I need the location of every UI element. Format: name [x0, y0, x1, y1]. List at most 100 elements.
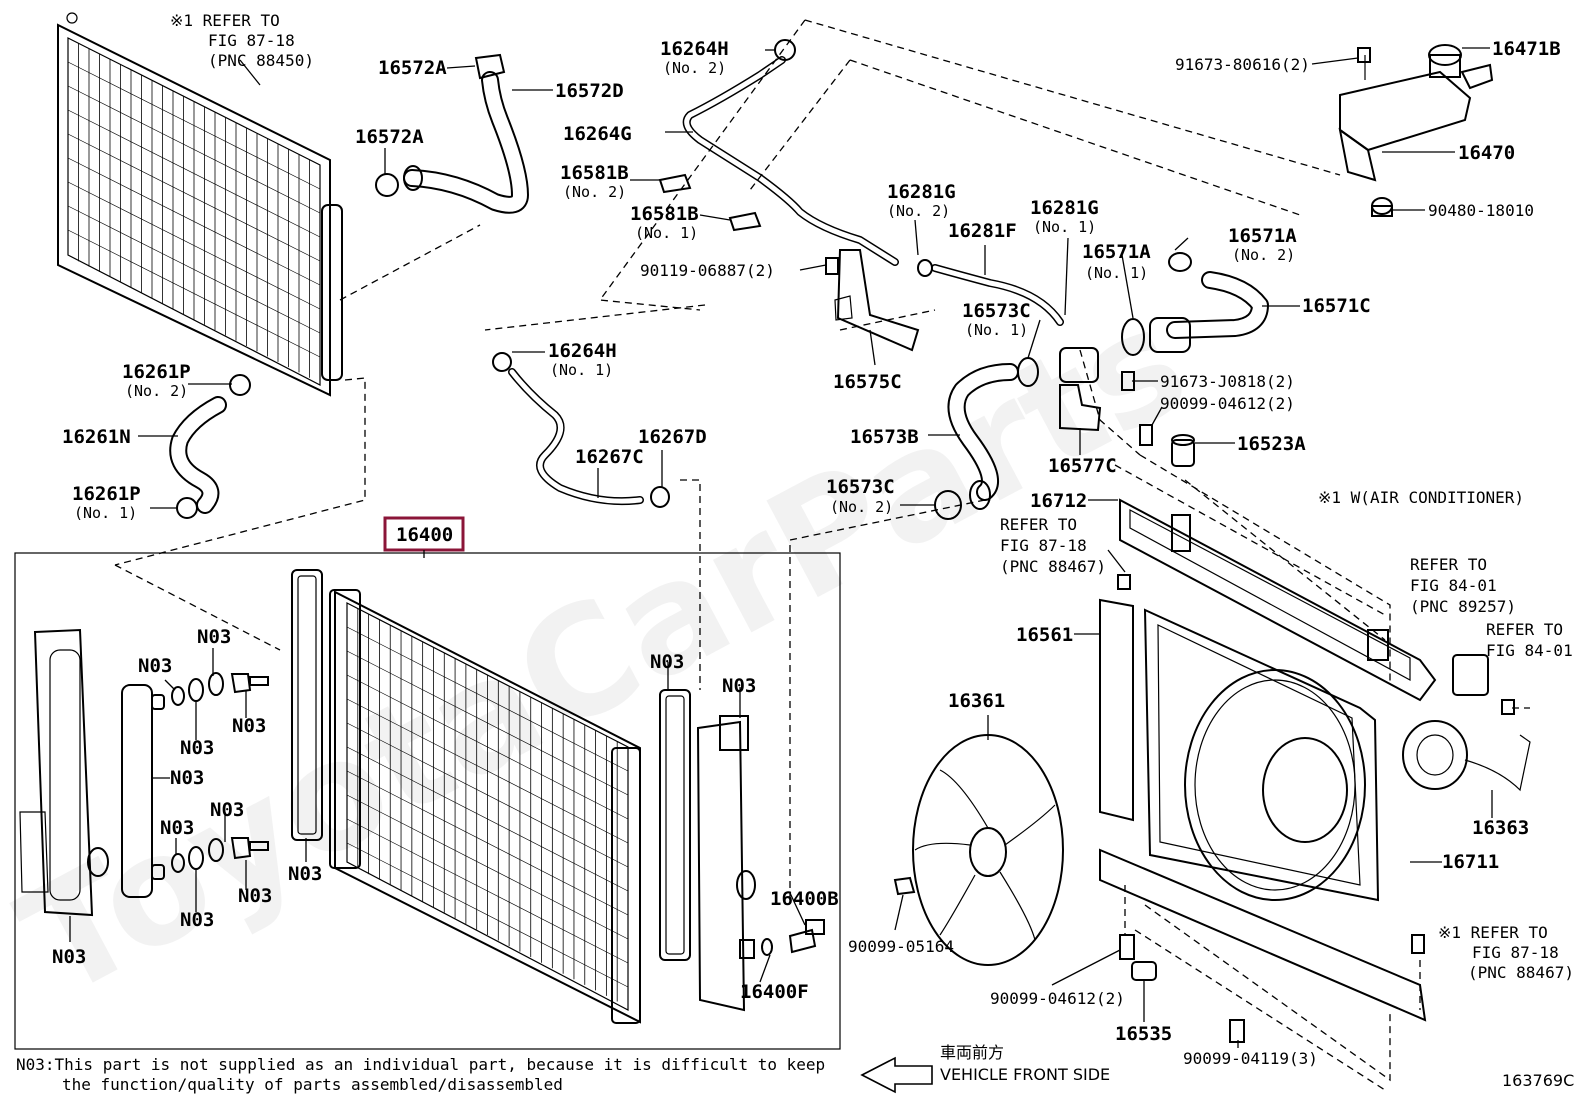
label-90099-04612-top[interactable]: 90099-04612(2)	[1160, 394, 1295, 413]
label-16261P-no2[interactable]: 16261P	[122, 361, 191, 383]
ref-upper-line3: (PNC 88467)	[1000, 557, 1106, 576]
left-tank	[19, 628, 109, 917]
condenser	[57, 12, 343, 397]
label-16261N[interactable]: 16261N	[62, 426, 131, 448]
label-16573C-no2[interactable]: 16573C	[826, 476, 895, 498]
label-16400F[interactable]: 16400F	[740, 981, 809, 1003]
seal-left	[291, 569, 323, 841]
label-16573C-no2-sub: (No. 2)	[830, 498, 893, 516]
front-label-en: VEHICLE FRONT SIDE	[940, 1065, 1110, 1084]
label-90099-05164[interactable]: 90099-05164	[848, 937, 954, 956]
label-16571A-no2-sub: (No. 2)	[1232, 246, 1295, 264]
motor-16363	[1402, 720, 1531, 792]
label-16581B-no1-sub: (No. 1)	[635, 224, 698, 242]
label-16581B-no2-sub: (No. 2)	[563, 183, 626, 201]
label-16581B-no2[interactable]: 16581B	[560, 162, 629, 184]
label-16561[interactable]: 16561	[1016, 624, 1073, 646]
radiator-assembly-box	[14, 552, 841, 1050]
label-16571C[interactable]: 16571C	[1302, 295, 1371, 317]
label-16471B[interactable]: 16471B	[1492, 38, 1561, 60]
label-90119-06887[interactable]: 90119-06887(2)	[640, 261, 775, 280]
label-16264H-mid[interactable]: 16264H	[548, 340, 617, 362]
ref-upper-line1: REFER TO	[1000, 515, 1077, 534]
n03-label: N03	[160, 817, 194, 839]
ref-lower-line3: (PNC 88467)	[1468, 963, 1574, 982]
seal-right	[659, 689, 691, 961]
label-16264G[interactable]: 16264G	[563, 123, 632, 145]
leader-lines	[69, 47, 1493, 1048]
n03-label: N03	[197, 626, 231, 648]
label-16577C[interactable]: 16577C	[1048, 455, 1117, 477]
ref-connector-line3: (PNC 89257)	[1410, 597, 1516, 616]
n03-fittings-left	[171, 672, 269, 873]
label-16281G-no2[interactable]: 16281G	[887, 181, 956, 203]
label-16573C-no1[interactable]: 16573C	[962, 300, 1031, 322]
label-16571A-no2[interactable]: 16571A	[1228, 225, 1297, 247]
n03-label: N03	[288, 863, 322, 885]
label-16261P-no1[interactable]: 16261P	[72, 483, 141, 505]
n03-labels: N03 N03 N03 N03 N03 N03 N03 N03 N03 N03 …	[52, 626, 756, 968]
label-16470[interactable]: 16470	[1458, 142, 1515, 164]
label-16264H-mid-no: (No. 1)	[550, 361, 613, 379]
ref-condenser-line3: (PNC 88450)	[208, 51, 314, 70]
label-16711[interactable]: 16711	[1442, 851, 1499, 873]
label-16523A[interactable]: 16523A	[1237, 433, 1306, 455]
label-16264H-top-no: (No. 2)	[663, 59, 726, 77]
ref-upper-line2: FIG 87-18	[1000, 536, 1087, 555]
label-16573B[interactable]: 16573B	[850, 426, 919, 448]
label-16281F[interactable]: 16281F	[948, 220, 1017, 242]
label-16712[interactable]: 16712	[1030, 490, 1087, 512]
n03-label: N03	[238, 885, 272, 907]
reference-notes: ※1 REFER TO FIG 87-18 (PNC 88450) REFER …	[170, 11, 1574, 982]
label-90480-18010[interactable]: 90480-18010	[1428, 201, 1534, 220]
footer: N03:This part is not supplied as an indi…	[16, 1043, 1574, 1094]
n03-label: N03	[180, 737, 214, 759]
label-16261P-no2-sub: (No. 2)	[125, 382, 188, 400]
label-16535[interactable]: 16535	[1115, 1023, 1172, 1045]
label-16575C[interactable]: 16575C	[833, 371, 902, 393]
label-16572A-mid[interactable]: 16572A	[355, 126, 424, 148]
shroud-16711	[1143, 608, 1380, 902]
ref-connector-line2: FIG 84-01	[1410, 576, 1497, 595]
label-16281G-no1-sub: (No. 1)	[1033, 218, 1096, 236]
front-arrow-icon	[860, 1056, 933, 1094]
label-16281G-no1[interactable]: 16281G	[1030, 197, 1099, 219]
part-labels: 16572A 16572D 16572A 16264H (No. 2) 1626…	[62, 38, 1561, 1068]
right-tank	[696, 715, 825, 1012]
label-90099-04119[interactable]: 90099-04119(3)	[1183, 1049, 1318, 1068]
ref-condenser-line2: FIG 87-18	[208, 31, 295, 50]
label-16361[interactable]: 16361	[948, 690, 1005, 712]
label-16572D[interactable]: 16572D	[555, 80, 624, 102]
ref-condenser-line1: ※1 REFER TO	[170, 11, 280, 30]
duct-16561	[1099, 598, 1134, 822]
label-91673-80616[interactable]: 91673-80616(2)	[1175, 55, 1310, 74]
label-16573C-no1-sub: (No. 1)	[965, 321, 1028, 339]
label-16572A-top[interactable]: 16572A	[378, 57, 447, 79]
guide-lines	[114, 19, 1530, 1091]
label-91673-J0818[interactable]: 91673-J0818(2)	[1160, 372, 1295, 391]
label-16264H-top[interactable]: 16264H	[660, 38, 729, 60]
aircon-note: ※1 W(AIR CONDITIONER)	[1318, 488, 1524, 507]
n03-label: N03	[138, 655, 172, 677]
ref-lower-line1: ※1 REFER TO	[1438, 923, 1548, 942]
fan-16361	[912, 734, 1064, 966]
label-16581B-no1[interactable]: 16581B	[630, 203, 699, 225]
label-16400B[interactable]: 16400B	[770, 888, 839, 910]
label-16267D[interactable]: 16267D	[638, 426, 707, 448]
label-16400[interactable]: 16400	[396, 524, 453, 546]
ref-bolt-line1: REFER TO	[1486, 620, 1563, 639]
label-16571A-no1-sub: (No. 1)	[1085, 264, 1148, 282]
label-16261P-no1-sub: (No. 1)	[74, 504, 137, 522]
n03-label: N03	[210, 799, 244, 821]
label-16571A-no1[interactable]: 16571A	[1082, 241, 1151, 263]
label-16363[interactable]: 16363	[1472, 817, 1529, 839]
n03-label: N03	[722, 675, 756, 697]
lower-support	[1099, 848, 1427, 1022]
label-16267C[interactable]: 16267C	[575, 446, 644, 468]
n03-label: N03	[180, 909, 214, 931]
label-90099-04612-bot[interactable]: 90099-04612(2)	[990, 989, 1125, 1008]
upper-support-16712	[1119, 498, 1437, 702]
ref-lower-line2: FIG 87-18	[1472, 943, 1559, 962]
ref-bolt-line2: FIG 84-01	[1486, 641, 1573, 660]
